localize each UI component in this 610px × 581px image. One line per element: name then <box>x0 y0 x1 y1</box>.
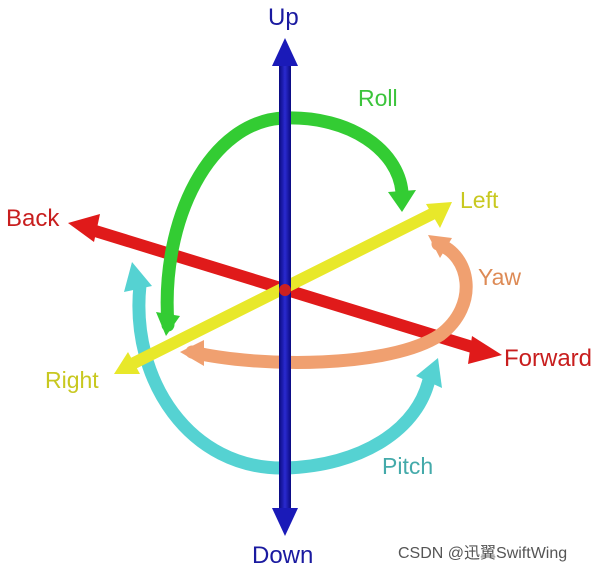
back-arrowhead <box>68 214 100 242</box>
yaw-arc <box>185 237 473 369</box>
up-arrowhead <box>272 38 298 66</box>
pitch-arc <box>132 278 437 475</box>
roll-arrowhead-start <box>156 312 180 336</box>
watermark: CSDN @迅翼SwiftWing <box>398 545 568 562</box>
down-arrowhead <box>272 508 298 536</box>
yaw-arrowhead-end <box>180 340 204 366</box>
roll-label: Roll <box>358 85 398 111</box>
yaw-label: Yaw <box>478 264 522 290</box>
left-arrowhead <box>426 202 452 228</box>
right-arrowhead <box>114 352 140 374</box>
up-label: Up <box>268 4 299 31</box>
forward-label: Forward <box>504 345 593 372</box>
left-label: Left <box>460 187 499 213</box>
pitch-arrowhead-start <box>124 262 152 292</box>
yaw-arrowhead-start <box>428 235 452 258</box>
back-label: Back <box>6 205 60 232</box>
roll-arc <box>160 111 409 332</box>
roll-arrowhead-end <box>388 190 416 212</box>
origin-point <box>279 284 291 296</box>
forward-arrowhead <box>468 336 502 364</box>
right-label: Right <box>45 367 99 393</box>
pitch-label: Pitch <box>382 453 434 479</box>
pitch-arrowhead-end <box>416 358 442 388</box>
down-label: Down <box>252 542 314 569</box>
